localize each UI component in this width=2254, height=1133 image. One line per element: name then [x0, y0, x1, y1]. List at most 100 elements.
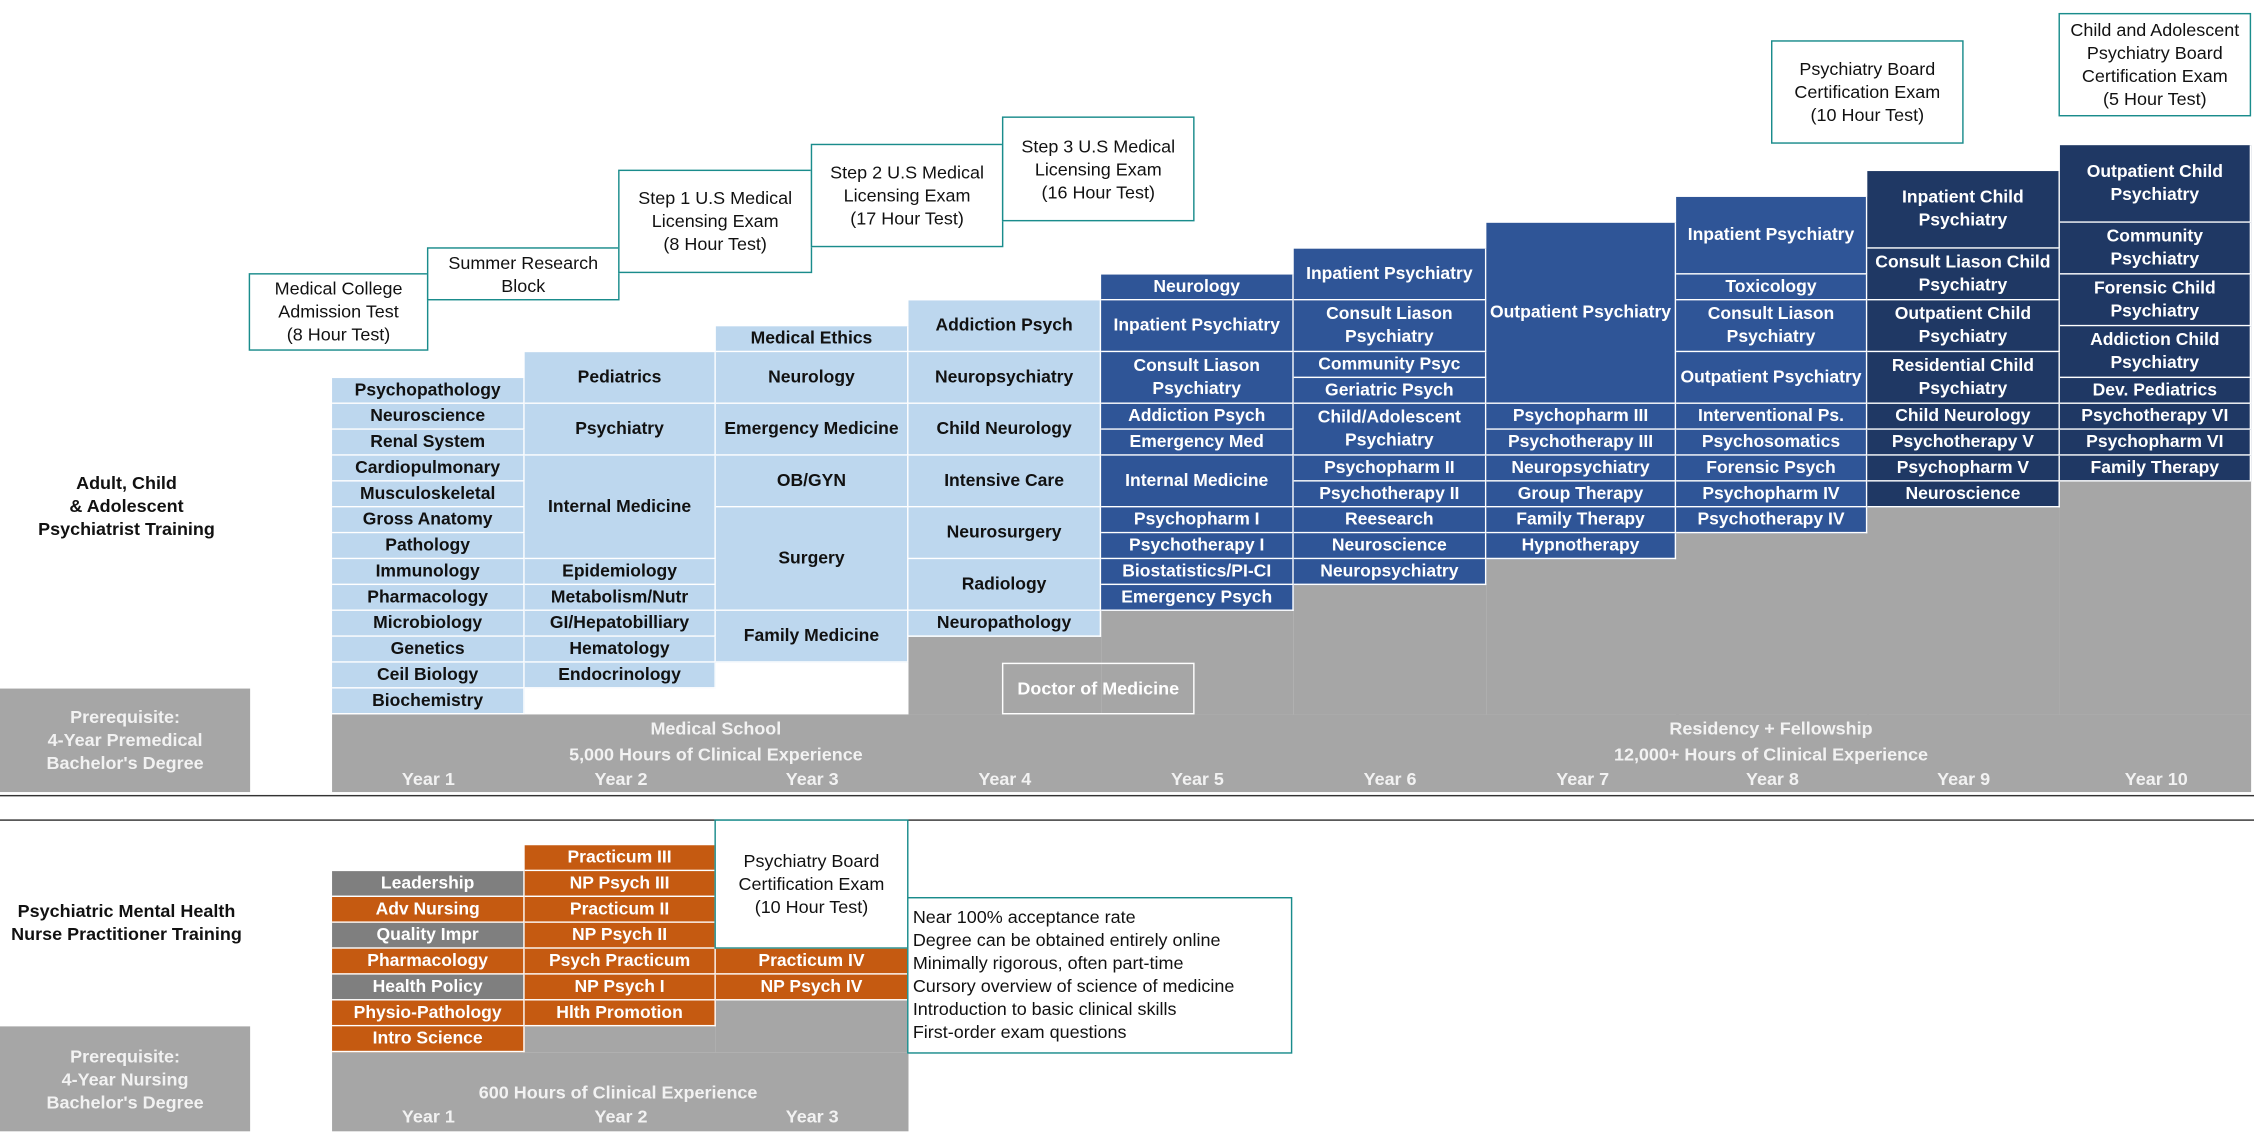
- course-cell: Psychosomatics: [1676, 429, 1868, 456]
- course-cell: Intensive Care: [908, 455, 1102, 508]
- np-course-cell: Health Policy: [332, 974, 525, 1001]
- course-cell: Family Medicine: [715, 610, 909, 663]
- step2-exam-box: Step 2 U.S Medical Licensing Exam (17 Ho…: [810, 143, 1004, 248]
- course-cell: Outpatient Child Psychiatry: [2059, 145, 2252, 223]
- mcat-exam-box: Medical College Admission Test (8 Hour T…: [248, 273, 429, 351]
- course-cell: Forensic Child Psychiatry: [2059, 274, 2252, 327]
- md-year-label: Year 4: [978, 769, 1032, 790]
- course-cell: Medical Ethics: [715, 326, 909, 353]
- course-cell: Psychopharm II: [1293, 455, 1487, 482]
- md-step-fill-year4: [908, 636, 1102, 715]
- course-cell: Psychopharm IV: [1676, 481, 1868, 508]
- course-cell: Neuroscience: [1867, 481, 2060, 508]
- step3-exam-box: Step 3 U.S Medical Licensing Exam (16 Ho…: [1001, 116, 1195, 222]
- residency-caption: Residency + Fellowship 12,000+ Hours of …: [1613, 718, 1929, 765]
- course-cell: Outpatient Child Psychiatry: [1867, 300, 2060, 353]
- course-cell: Family Therapy: [1486, 507, 1677, 534]
- course-cell: Child Neurology: [908, 403, 1102, 456]
- np-course-cell: Quality Impr: [332, 922, 525, 949]
- course-cell: Pharmacology: [332, 585, 525, 611]
- course-cell: Gross Anatomy: [332, 507, 525, 534]
- note-line: Cursory overview of science of medicine: [912, 976, 1235, 997]
- course-cell: OB/GYN: [715, 455, 909, 508]
- md-year-label: Year 9: [1937, 769, 1991, 790]
- np-course-cell: Psych Practicum: [524, 948, 716, 975]
- course-cell: Pathology: [332, 533, 525, 560]
- course-cell: Immunology: [332, 559, 525, 586]
- np-year-label: Year 2: [594, 1106, 648, 1127]
- course-cell: Inpatient Psychiatry: [1676, 196, 1868, 275]
- course-cell: Renal System: [332, 429, 525, 456]
- section-divider: [0, 794, 2254, 797]
- course-cell: Internal Medicine: [524, 455, 716, 560]
- np-course-cell: Practicum III: [524, 845, 716, 872]
- md-year-label: Year 7: [1556, 769, 1610, 790]
- course-cell: Ceil Biology: [332, 662, 525, 689]
- np-course-cell: NP Psych III: [524, 871, 716, 897]
- md-track-label: Adult, Child & Adolescent Psychiatrist T…: [38, 472, 215, 540]
- course-cell: Psychotherapy IV: [1676, 507, 1868, 534]
- np-base-band: [332, 1052, 909, 1132]
- course-cell: Psychotherapy I: [1101, 533, 1294, 560]
- course-cell: Neuropsychiatry: [908, 352, 1102, 404]
- np-course-cell: Practicum II: [524, 897, 716, 923]
- course-cell: Internal Medicine: [1101, 455, 1294, 508]
- course-cell: Endocrinology: [524, 662, 716, 689]
- np-course-cell: Leadership: [332, 871, 525, 897]
- course-cell: Psychopharm III: [1486, 403, 1677, 430]
- np-course-cell: NP Psych I: [524, 974, 716, 1001]
- md-base-band: [332, 714, 2252, 793]
- course-cell: Emergency Medicine: [715, 403, 909, 456]
- psychiatry-board-exam-box: Psychiatry Board Certification Exam (10 …: [1771, 40, 1964, 144]
- md-step-fill-year6: [1293, 585, 1487, 715]
- course-cell: Emergency Med: [1101, 429, 1294, 456]
- np-course-cell: Adv Nursing: [332, 897, 525, 923]
- course-cell: Geriatric Psych: [1293, 378, 1487, 404]
- np-course-cell: Hlth Promotion: [524, 1000, 716, 1027]
- course-cell: Neuropsychiatry: [1486, 455, 1677, 482]
- np-notes-box: Near 100% acceptance rate Degree can be …: [907, 897, 1293, 1054]
- course-cell: Forensic Psych: [1676, 455, 1868, 482]
- doctor-of-medicine-box: Doctor of Medicine: [1001, 662, 1195, 715]
- course-cell: Hypnotherapy: [1486, 533, 1677, 560]
- course-cell: Hematology: [524, 636, 716, 663]
- course-cell: Neurology: [715, 352, 909, 404]
- course-cell: Cardiopulmonary: [332, 455, 525, 482]
- course-cell: Neuropathology: [908, 610, 1102, 637]
- course-cell: Psychopharm VI: [2059, 429, 2252, 456]
- md-step-fill-year7: [1486, 559, 1679, 715]
- course-cell: Inpatient Psychiatry: [1293, 248, 1487, 301]
- course-cell: Addiction Psych: [1101, 403, 1294, 430]
- course-cell: Biostatistics/PI-CI: [1101, 559, 1294, 586]
- md-year-label: Year 10: [2124, 769, 2188, 790]
- course-cell: Consult Liason Psychiatry: [1101, 352, 1294, 404]
- course-cell: Toxicology: [1676, 274, 1868, 301]
- course-cell: Consult Liason Psychiatry: [1293, 300, 1487, 353]
- np-course-cell: Physio-Pathology: [332, 1000, 525, 1027]
- md-year-label: Year 8: [1745, 769, 1799, 790]
- np-step-fill-year3: [715, 1000, 909, 1053]
- md-prerequisite-box: Prerequisite: 4-Year Premedical Bachelor…: [0, 688, 251, 793]
- md-year-label: Year 1: [401, 769, 455, 790]
- course-cell: Psychotherapy II: [1293, 481, 1487, 508]
- course-cell: Inpatient Child Psychiatry: [1867, 171, 2060, 249]
- md-step-fill-year9: [1867, 507, 2060, 715]
- course-cell: Community Psyc: [1293, 352, 1487, 379]
- note-line: Degree can be obtained entirely online: [912, 930, 1221, 951]
- course-cell: Psychopharm V: [1867, 455, 2060, 482]
- np-board-exam-box: Psychiatry Board Certification Exam (10 …: [714, 819, 909, 949]
- np-course-cell: NP Psych II: [524, 922, 716, 949]
- course-cell: Dev. Pediatrics: [2059, 378, 2252, 404]
- course-cell: Microbiology: [332, 610, 525, 637]
- course-cell: Genetics: [332, 636, 525, 663]
- course-cell: Addiction Child Psychiatry: [2059, 326, 2252, 379]
- md-year-label: Year 5: [1170, 769, 1224, 790]
- note-line: Near 100% acceptance rate: [912, 907, 1136, 928]
- np-course-cell: Practicum IV: [715, 948, 909, 975]
- md-year-label: Year 6: [1363, 769, 1417, 790]
- np-year-label: Year 1: [401, 1106, 455, 1127]
- np-clinical-caption: 600 Hours of Clinical Experience: [478, 1082, 758, 1103]
- course-cell: Surgery: [715, 507, 909, 611]
- research-block-box: Summer Research Block: [426, 247, 620, 301]
- course-cell: Child Neurology: [1867, 403, 2060, 430]
